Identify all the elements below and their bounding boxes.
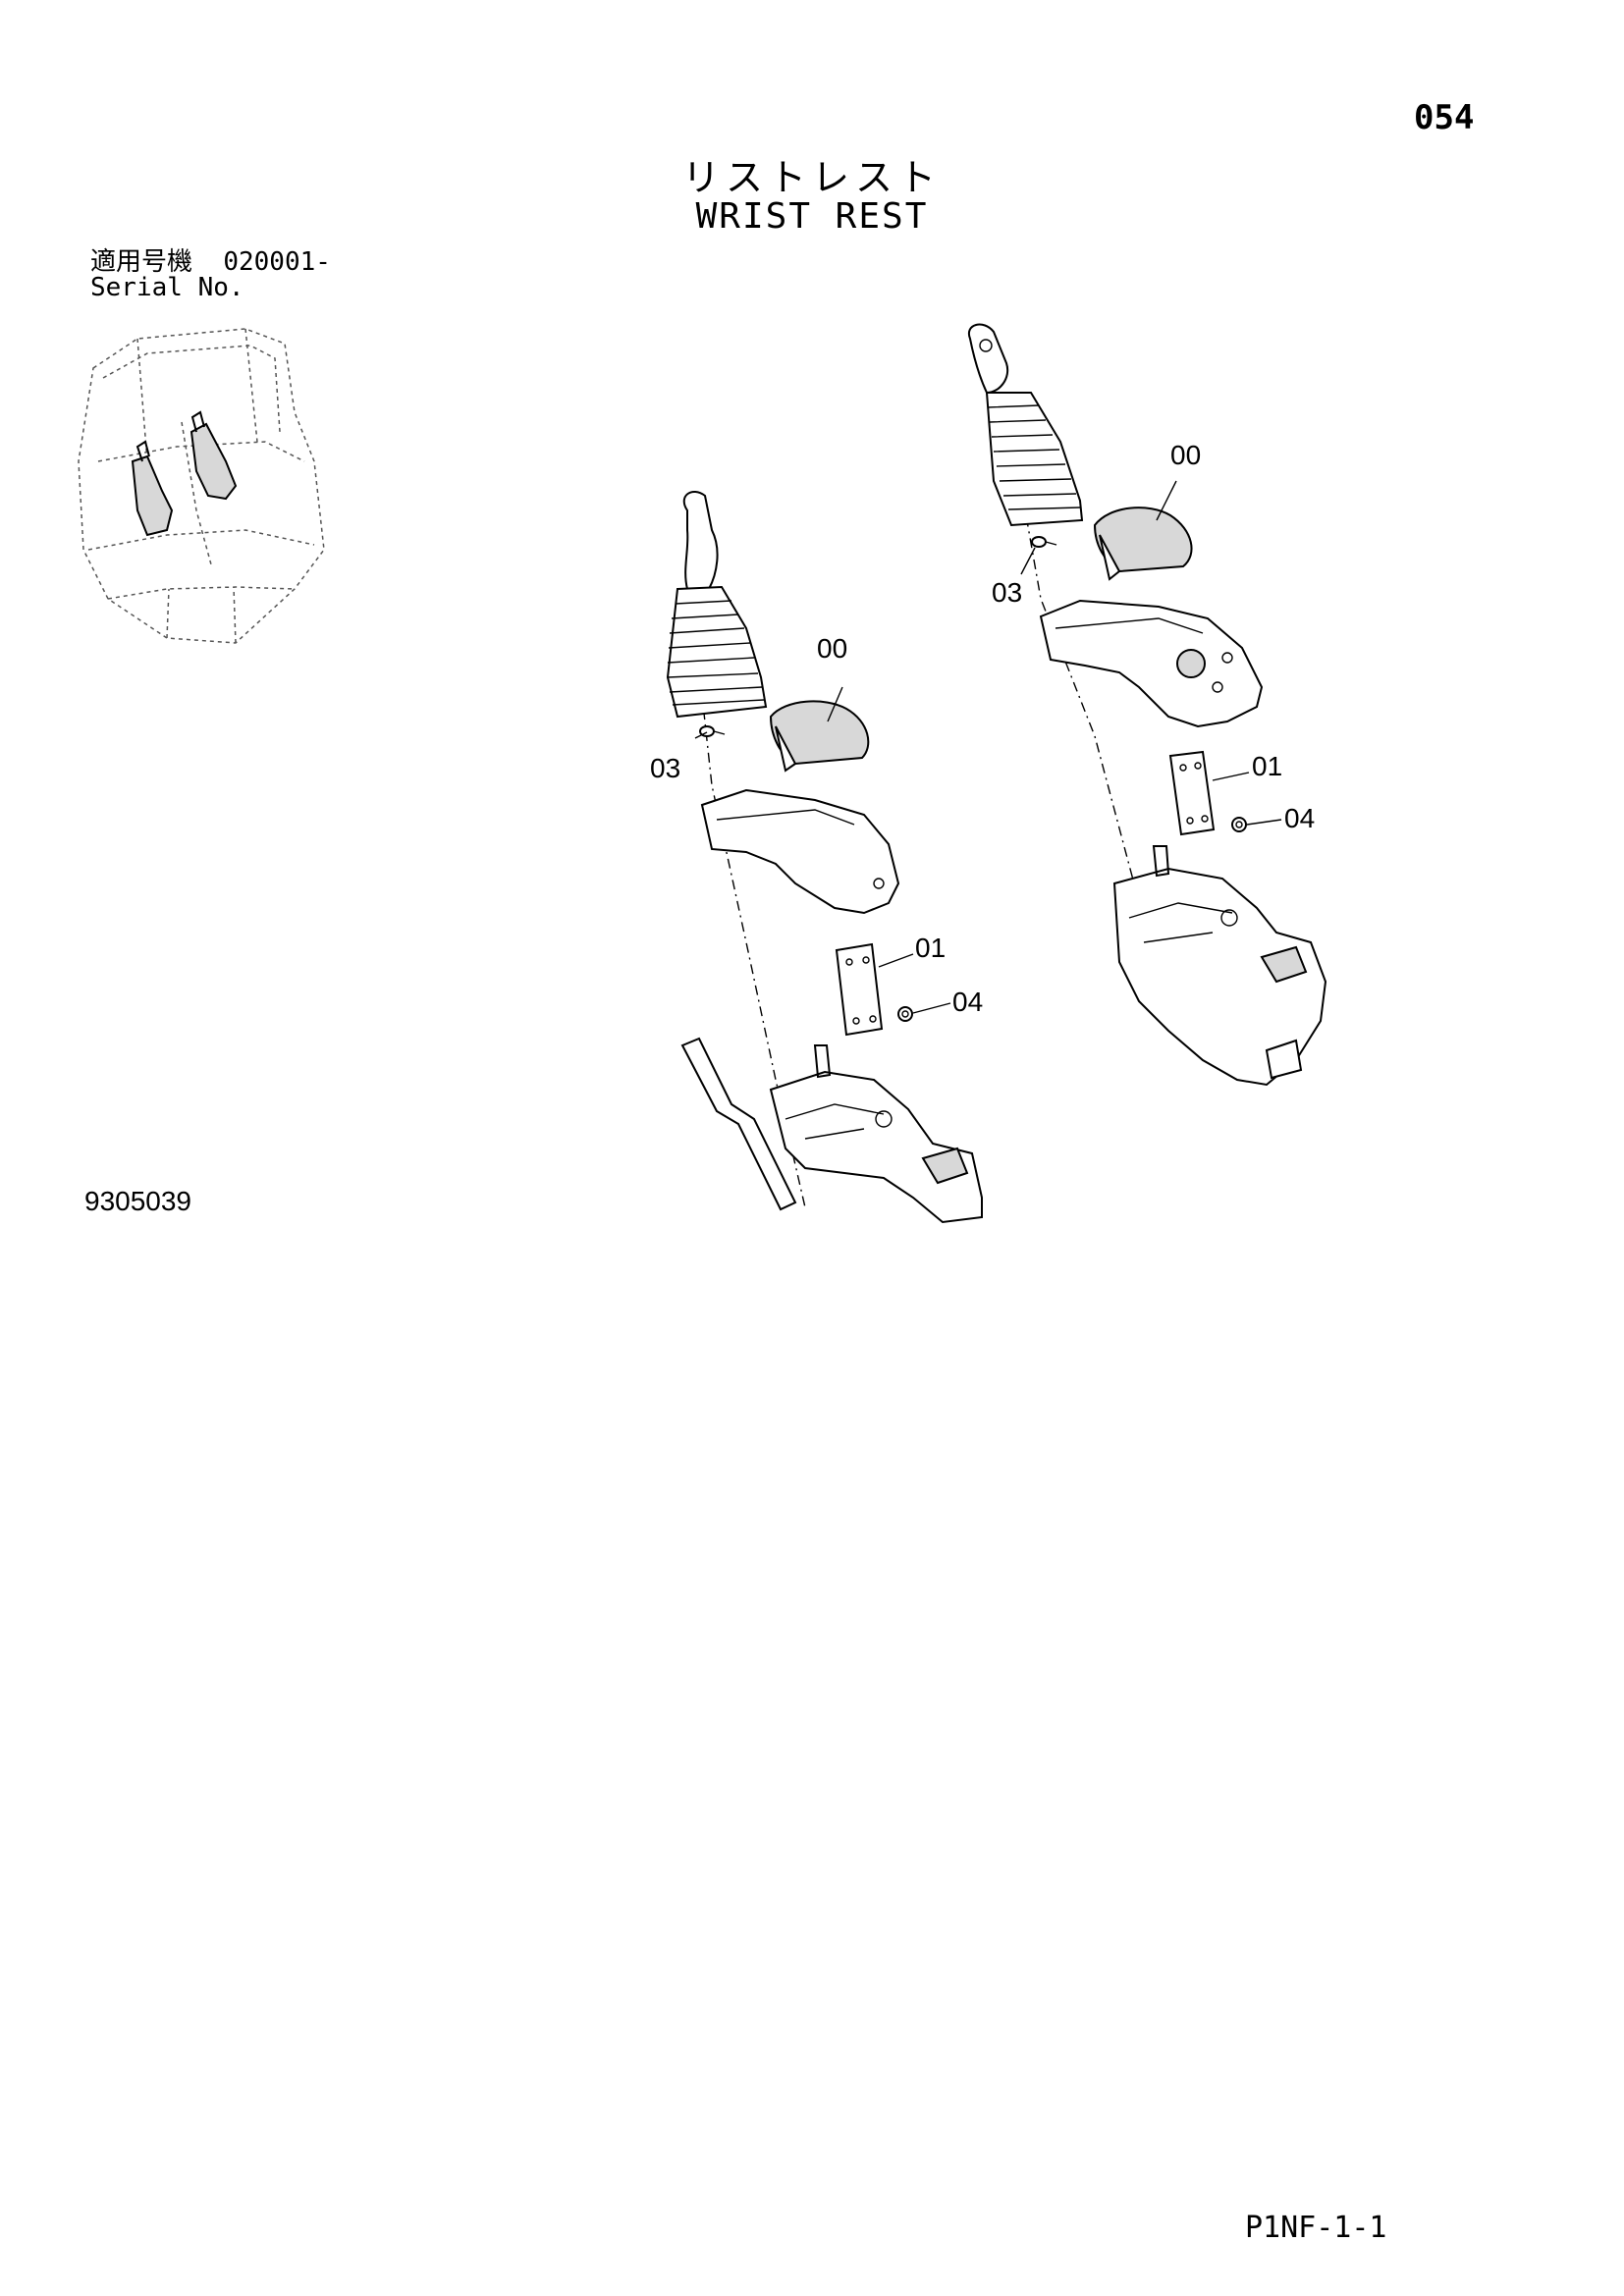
cab-key-plan [78,328,325,644]
left-screw [699,725,726,737]
left-control-housing [680,1037,983,1224]
key-plan-right-console [189,410,238,501]
left-callout-00: 00 [817,633,847,664]
right-assembly [967,323,1327,1087]
right-nut [1231,817,1247,832]
key-plan-left-console [131,440,174,537]
serial-value: 020001- [223,247,331,277]
page-number: 054 [1414,98,1475,137]
footer-code: P1NF-1-1 [1245,2211,1387,2245]
right-bellows-boot [985,392,1084,527]
right-bracket-plate [1168,750,1216,836]
left-wrist-rest-pad [769,700,870,773]
right-wrist-rest-pad [1093,507,1193,581]
left-assembly [666,491,983,1224]
right-lever-grip [967,323,1009,395]
right-screw [1031,536,1057,548]
left-bellows-boot [666,585,768,719]
left-bracket-plate [835,942,884,1037]
left-callout-01: 01 [915,933,946,963]
left-callout-03: 03 [650,753,680,783]
title-english: WRIST REST [695,196,929,237]
serial-label-jp: 適用号機 [90,247,193,277]
right-callout-04: 04 [1284,803,1315,833]
right-callout-03: 03 [992,577,1022,608]
left-callout-04: 04 [952,987,983,1017]
serial-label-en: Serial No. [90,273,244,302]
left-console-cover [700,788,900,915]
right-callout-01: 01 [1252,751,1282,781]
right-console-cover [1039,599,1264,728]
left-lever-grip [682,491,719,590]
leader-lines [694,480,1282,1014]
right-control-housing [1112,845,1327,1087]
drawing-number: 9305039 [84,1186,192,1216]
title-japanese: リストレスト [681,156,942,199]
right-callout-00: 00 [1170,440,1201,470]
left-nut [897,1006,913,1022]
serial-block: 適用号機 020001- Serial No. [90,249,331,300]
